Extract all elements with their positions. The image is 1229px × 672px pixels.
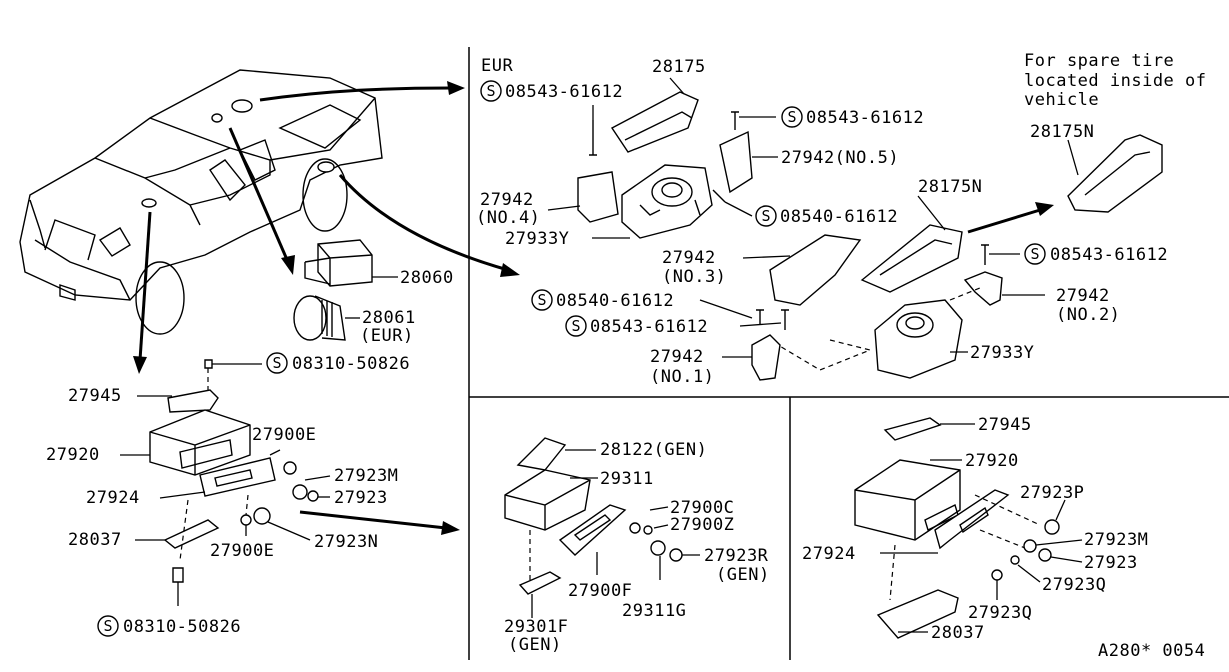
- spare-note-line-1: For spare tire: [1024, 51, 1174, 71]
- label-27923-left: 27923: [334, 488, 388, 508]
- spare-note-line-3: vehicle: [1024, 90, 1099, 110]
- label-s08310-top: 08310-50826: [292, 354, 410, 374]
- label-27942-no4: 27942: [480, 190, 534, 210]
- label-27933y-a: 27933Y: [505, 229, 569, 249]
- part-28060: [304, 239, 398, 287]
- label-28060: 28060: [400, 268, 454, 288]
- label-no4: (NO.4): [476, 208, 540, 228]
- label-27923m-right: 27923M: [1084, 530, 1148, 550]
- label-s08310-bottom: 08310-50826: [123, 617, 241, 637]
- s-symbol-left-top: S: [266, 352, 288, 374]
- svg-text:S: S: [571, 317, 580, 335]
- label-27923m-left: 27923M: [334, 466, 398, 486]
- label-gen-f: (GEN): [508, 635, 562, 655]
- label-27942-no3: 27942: [662, 248, 716, 268]
- s-symbol-eur-b: S: [781, 106, 803, 128]
- label-27900c: 27900C: [670, 498, 734, 518]
- label-27920-right: 27920: [965, 451, 1019, 471]
- svg-text:S: S: [486, 82, 495, 100]
- label-27942-no2: 27942: [1056, 286, 1110, 306]
- label-no3: (NO.3): [662, 267, 726, 287]
- figure-code: A280* 0054: [1098, 641, 1205, 661]
- label-s08543-c: 08543-61612: [1050, 245, 1168, 265]
- label-27942-no5: 27942(NO.5): [781, 148, 899, 168]
- label-s08543-d: 08543-61612: [590, 317, 708, 337]
- label-27900f: 27900F: [568, 581, 632, 601]
- labels: EUR For spare tire located inside of veh…: [46, 51, 1207, 661]
- s-symbol-eur-e: S: [531, 289, 553, 311]
- label-27923-right: 27923: [1084, 553, 1138, 573]
- part-28061: [293, 295, 360, 341]
- label-29301f: 29301F: [504, 617, 568, 637]
- left-assembly: [120, 359, 331, 606]
- label-27900e-a: 27900E: [252, 425, 316, 445]
- s-symbol-eur-f: S: [565, 315, 587, 337]
- label-27923q-b: 27923Q: [968, 603, 1032, 623]
- label-27900z: 27900Z: [670, 515, 734, 535]
- svg-text:S: S: [537, 291, 546, 309]
- label-28175n-top: 28175N: [1030, 122, 1094, 142]
- label-no2: (NO.2): [1056, 305, 1120, 325]
- s-symbol-eur-c: S: [755, 205, 777, 227]
- label-s08540-a: 08540-61612: [780, 207, 898, 227]
- right-assembly: [854, 417, 1083, 639]
- label-28061: 28061: [362, 308, 416, 328]
- label-s08540-b: 08540-61612: [556, 291, 674, 311]
- label-27923q-a: 27923Q: [1042, 575, 1106, 595]
- label-s08543-b: 08543-61612: [806, 108, 924, 128]
- gen-assembly: [504, 437, 700, 618]
- svg-text:S: S: [787, 108, 796, 126]
- label-27933y-b: 27933Y: [970, 343, 1034, 363]
- svg-text:S: S: [761, 207, 770, 225]
- label-29311g: 29311G: [622, 601, 686, 621]
- spare-tire-part: [1067, 134, 1163, 213]
- label-27924-left: 27924: [86, 488, 140, 508]
- label-s08543-a: 08543-61612: [505, 82, 623, 102]
- s-symbol-eur-d: S: [1024, 243, 1046, 265]
- section-eur-label: EUR: [481, 56, 513, 76]
- label-27920-left: 27920: [46, 445, 100, 465]
- label-28037-left: 28037: [68, 530, 122, 550]
- label-27924-right: 27924: [802, 544, 856, 564]
- svg-text:S: S: [1030, 245, 1039, 263]
- svg-text:S: S: [272, 354, 281, 372]
- pointer-arrows: [133, 81, 1054, 535]
- vehicle-illustration: [19, 69, 383, 335]
- label-27945-left: 27945: [68, 386, 122, 406]
- label-29311: 29311: [600, 469, 654, 489]
- label-28122-gen: 28122(GEN): [600, 440, 707, 460]
- label-eur-paren: (EUR): [360, 326, 414, 346]
- label-28175n: 28175N: [918, 177, 982, 197]
- label-no1: (NO.1): [650, 367, 714, 387]
- eur-assembly: [547, 77, 1045, 381]
- label-27923r: 27923R: [704, 546, 769, 566]
- label-28175: 28175: [652, 57, 706, 77]
- label-27923n: 27923N: [314, 532, 378, 552]
- label-27923p: 27923P: [1020, 483, 1084, 503]
- label-gen-r: (GEN): [716, 565, 770, 585]
- s-symbol-left-bottom: S: [97, 615, 119, 637]
- label-27945-right: 27945: [978, 415, 1032, 435]
- svg-text:S: S: [103, 617, 112, 635]
- s-symbol-eur-a: S: [480, 80, 502, 102]
- spare-note-line-2: located inside of: [1024, 71, 1207, 91]
- label-27900e-b: 27900E: [210, 541, 274, 561]
- label-27942-no1: 27942: [650, 347, 704, 367]
- label-28037-right: 28037: [931, 623, 985, 643]
- panel-dividers: [468, 47, 1229, 660]
